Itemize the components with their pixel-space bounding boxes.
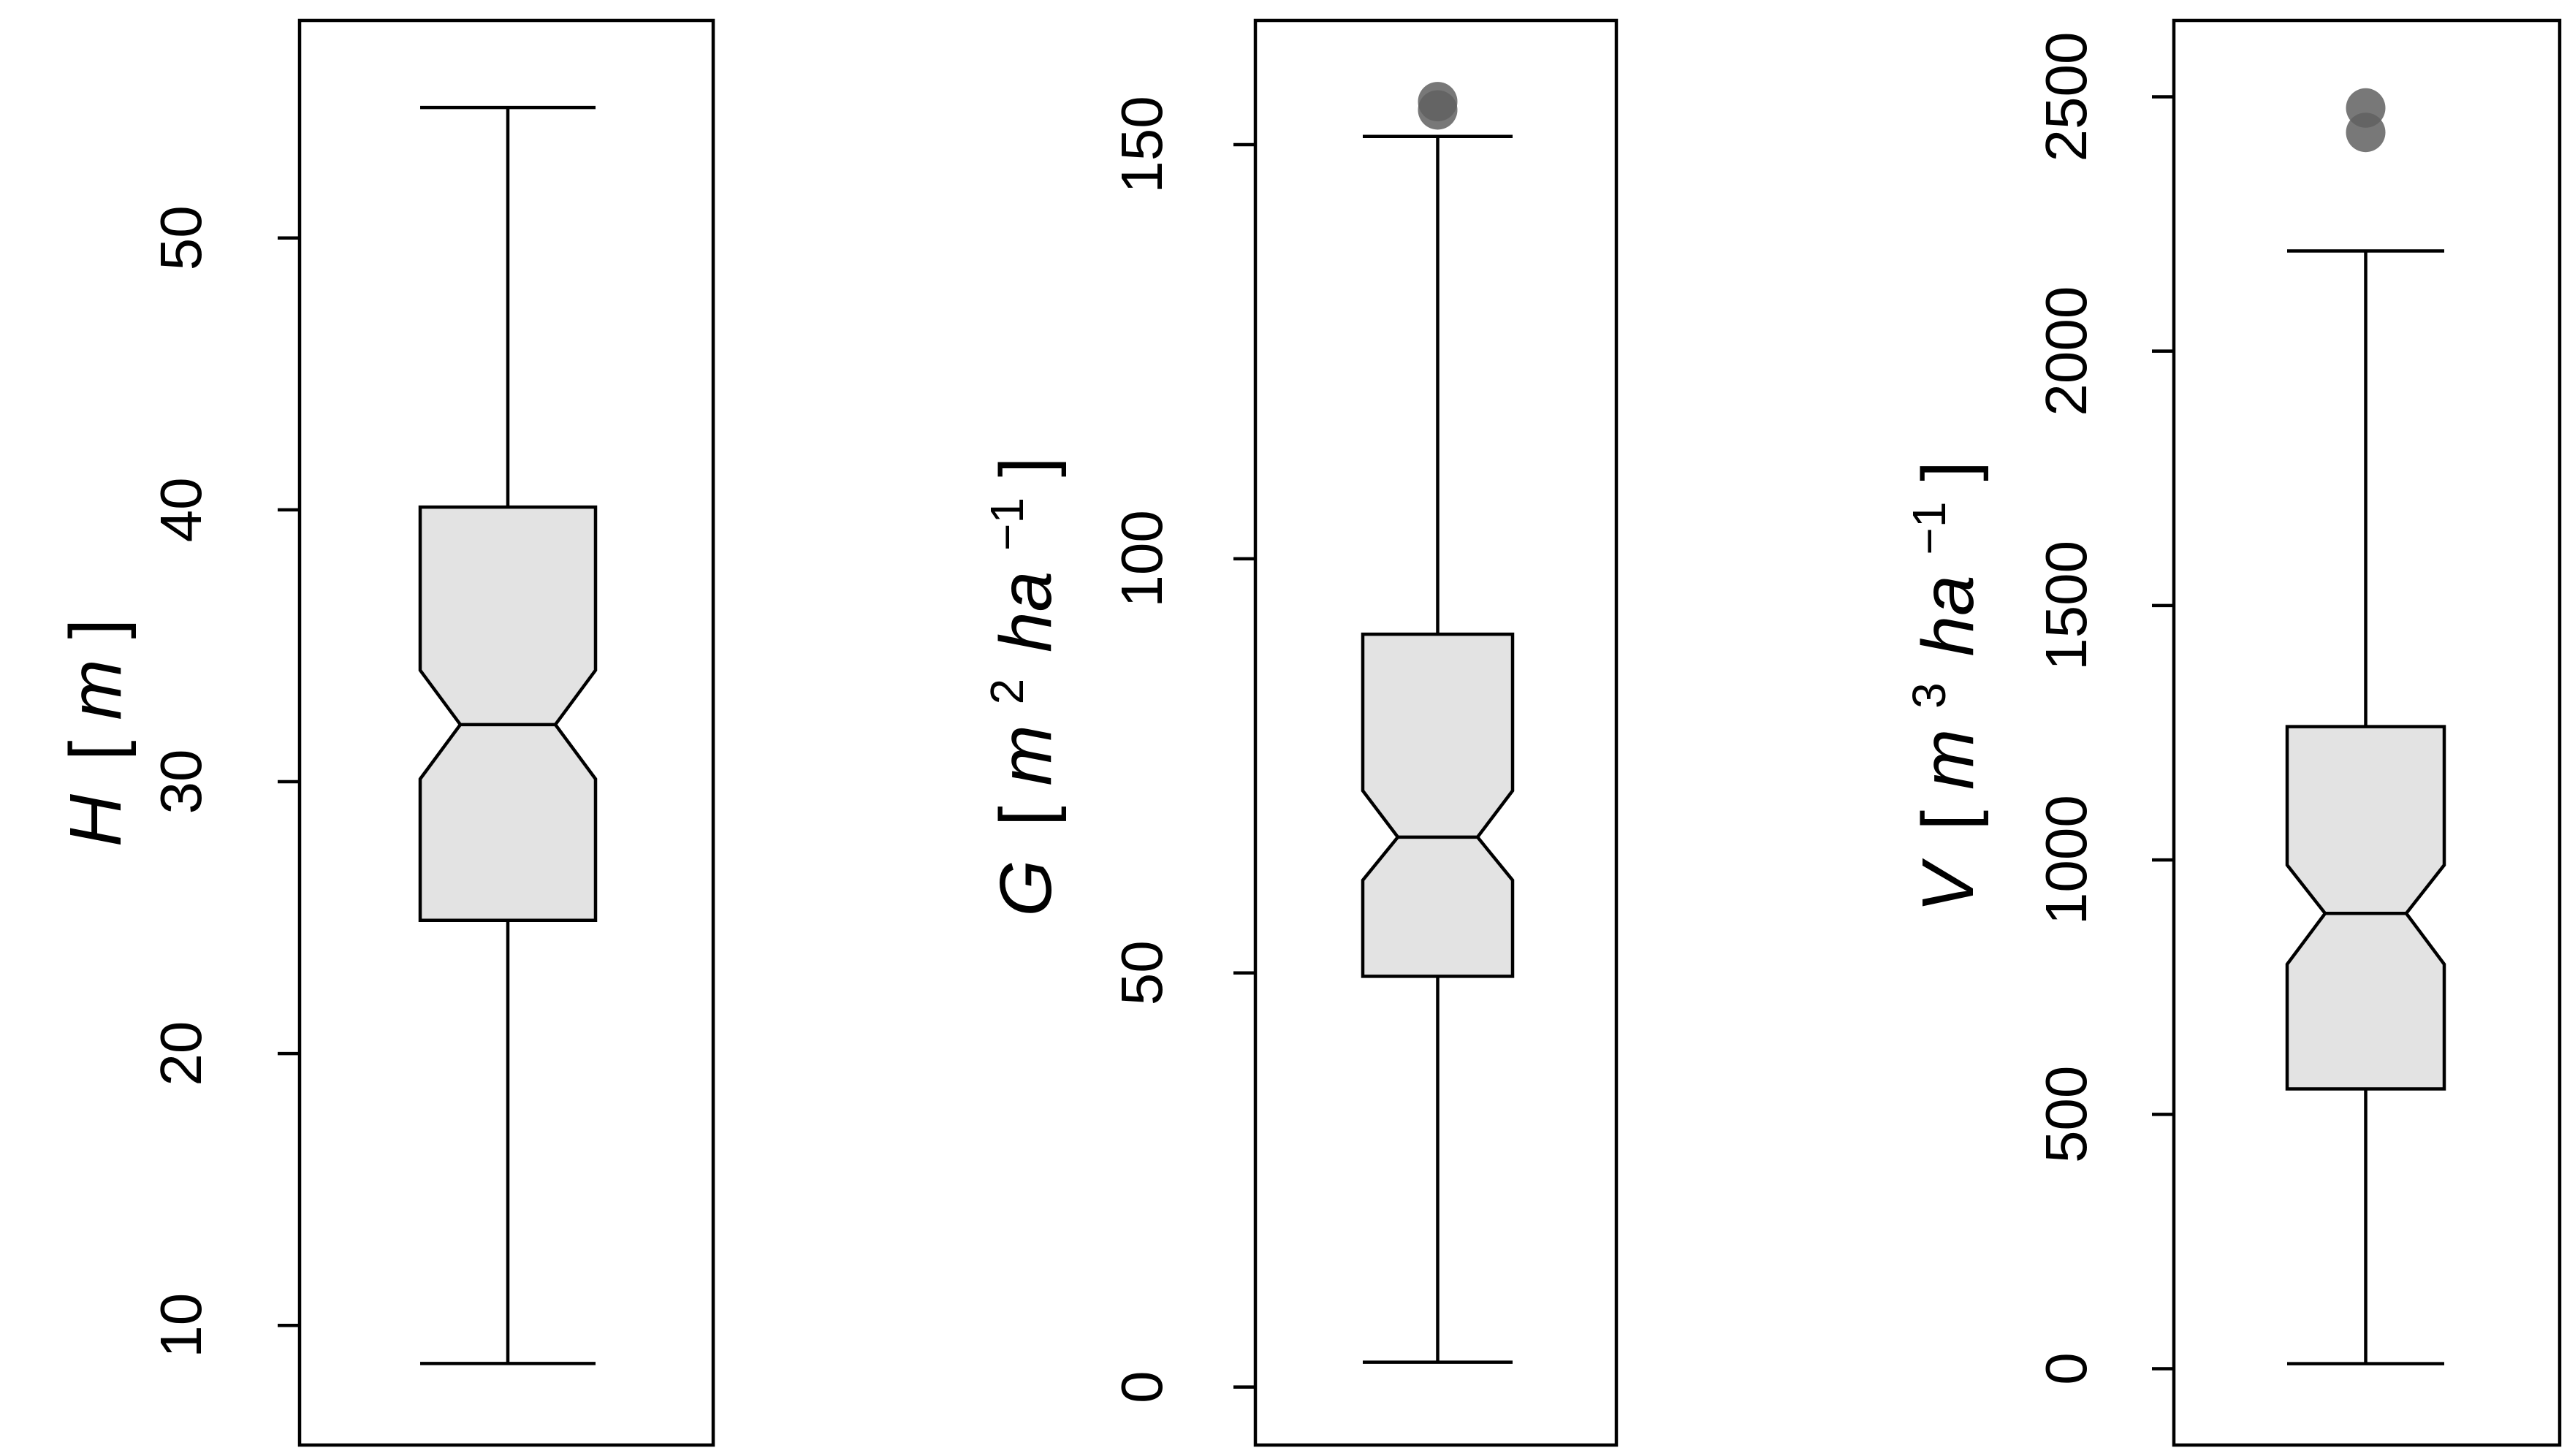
y-tick-label: 10 bbox=[148, 1293, 213, 1358]
y-axis-bracket-close: ] bbox=[55, 619, 137, 639]
notched-box bbox=[1361, 632, 1515, 978]
y-axis-unit-2: ha bbox=[985, 571, 1067, 652]
panel-basal-area: 0 50 100 150 G [ m 2 ha −1 ] bbox=[957, 18, 1619, 1447]
y-axis-superscript-1: 3 bbox=[1903, 682, 1955, 709]
plot-frame bbox=[2172, 18, 2562, 1447]
y-axis-superscript-2: −1 bbox=[1903, 502, 1955, 555]
panel-volume: 0 500 1000 1500 2000 2500 V [ m 3 ha −1 ] bbox=[1879, 18, 2562, 1447]
y-axis-unit-1: m bbox=[985, 725, 1067, 785]
y-tick-label: 20 bbox=[148, 1021, 213, 1086]
box-plot bbox=[2285, 88, 2446, 1365]
outlier-point bbox=[2346, 88, 2386, 128]
y-tick-label: 0 bbox=[2034, 1352, 2099, 1385]
y-axis: 10 20 30 40 50 bbox=[148, 205, 300, 1358]
y-axis-title: H [ m ] bbox=[55, 619, 137, 847]
box-plot bbox=[418, 105, 598, 1365]
plot-frame bbox=[1253, 18, 1619, 1447]
y-tick-label: 30 bbox=[148, 749, 213, 814]
y-tick-label: 40 bbox=[148, 477, 213, 542]
y-tick-label: 2500 bbox=[2034, 31, 2099, 161]
y-axis-superscript-1: 2 bbox=[981, 679, 1033, 705]
y-tick-label: 150 bbox=[1109, 96, 1174, 193]
y-axis-bracket-open: [ bbox=[55, 740, 137, 761]
y-axis-superscript-2: −1 bbox=[981, 498, 1033, 551]
y-tick-label: 2000 bbox=[2034, 286, 2099, 416]
y-axis-unit-1: m bbox=[1907, 729, 1989, 790]
y-axis-bracket-open: [ bbox=[1907, 810, 1989, 831]
panel-height: 10 20 30 40 50 H [ m ] bbox=[55, 18, 715, 1447]
y-axis-variable: V bbox=[1907, 858, 1989, 912]
y-tick-label: 1500 bbox=[2034, 541, 2099, 671]
y-axis-bracket-open: [ bbox=[985, 806, 1067, 826]
y-axis-unit: m bbox=[55, 659, 137, 720]
y-axis: 0 50 100 150 bbox=[1109, 96, 1255, 1403]
y-axis-title: V [ m 3 ha −1 ] bbox=[1879, 461, 1989, 912]
outlier-point bbox=[1418, 82, 1458, 122]
notched-box bbox=[2285, 725, 2446, 1091]
plot-frame bbox=[297, 18, 715, 1447]
y-axis-bracket-close: ] bbox=[1907, 461, 1989, 481]
y-tick-label: 1000 bbox=[2034, 795, 2099, 925]
notched-box bbox=[418, 505, 598, 923]
y-axis-unit-2: ha bbox=[1907, 575, 1989, 656]
box-plot bbox=[1361, 82, 1515, 1364]
y-axis-variable: H bbox=[55, 793, 137, 847]
y-tick-label: 500 bbox=[2034, 1066, 2099, 1163]
y-tick-label: 100 bbox=[1109, 510, 1174, 607]
y-tick-label: 50 bbox=[1109, 940, 1174, 1005]
y-axis-title: G [ m 2 ha −1 ] bbox=[957, 457, 1067, 916]
y-tick-label: 50 bbox=[148, 205, 213, 270]
y-axis: 0 500 1000 1500 2000 2500 bbox=[2034, 31, 2174, 1385]
y-tick-label: 0 bbox=[1109, 1371, 1174, 1403]
y-axis-bracket-close: ] bbox=[985, 457, 1067, 477]
y-axis-variable: G bbox=[985, 860, 1067, 917]
